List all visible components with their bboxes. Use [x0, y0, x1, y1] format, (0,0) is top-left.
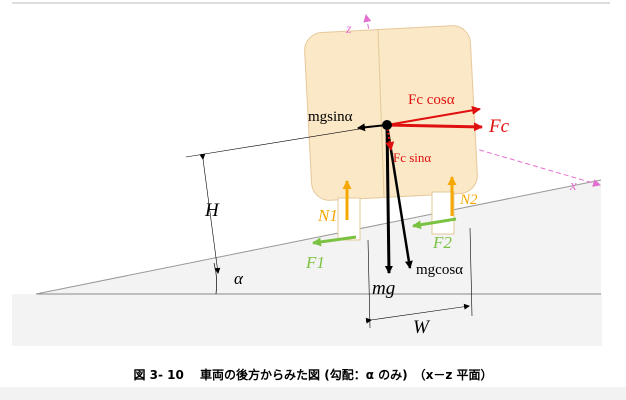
w-dimension-line [365, 303, 470, 324]
h-dimension-line [199, 153, 221, 274]
slope-line [35, 179, 602, 295]
n1-label: N1 [317, 206, 338, 225]
fc-arrow [386, 122, 483, 132]
mg-label: mg [372, 278, 395, 299]
mg-arrow [384, 124, 393, 274]
mgcos-label: mgcosα [416, 262, 463, 278]
f2-arrow [412, 217, 457, 230]
h-extension-line-top [185, 124, 385, 158]
alpha-arc [213, 262, 218, 295]
n2-label: N2 [459, 192, 478, 208]
mgsin-label: mgsinα [308, 109, 353, 125]
w-extension-right [469, 227, 473, 317]
f1-arrow [312, 235, 357, 247]
ground-block [12, 294, 602, 346]
f2-label: F2 [432, 233, 452, 252]
w-label: W [413, 317, 431, 338]
fc-cos-arrow [386, 105, 481, 126]
fc-label: Fc [488, 116, 510, 137]
fc-cos-label: Fc cosα [408, 92, 455, 108]
left-wheel [337, 197, 361, 241]
z-axis-label: z [345, 22, 352, 37]
fc-sin-label: Fc sinα [393, 150, 431, 165]
figure-caption: 図 3- 10 車両の後方からみた図 (勾配：α のみ) （x－z 平面） [133, 368, 493, 382]
center-of-gravity [382, 120, 392, 130]
f1-label: F1 [305, 253, 325, 272]
x-axis-label: x [569, 178, 577, 194]
alpha-label: α [234, 269, 244, 288]
footer-bar [0, 387, 626, 400]
h-label: H [204, 200, 220, 221]
